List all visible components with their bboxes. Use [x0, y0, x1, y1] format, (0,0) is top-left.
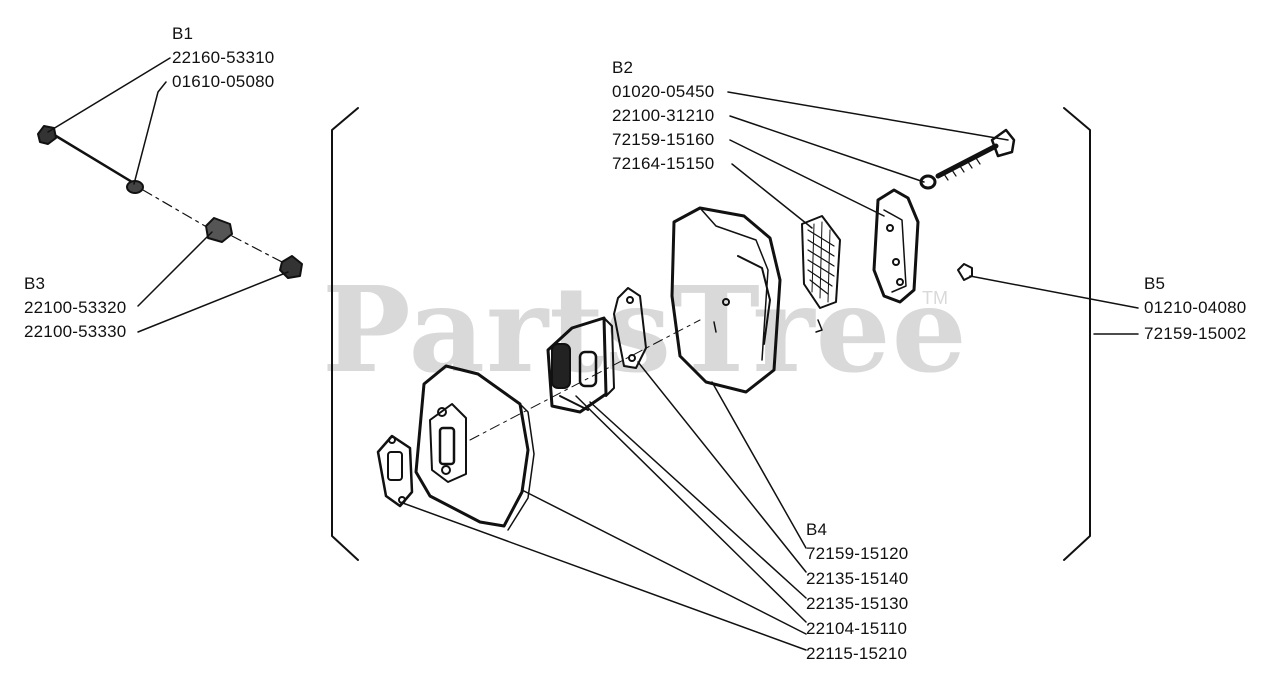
bracket-plate [872, 188, 920, 304]
part-number[interactable]: 72159-15120 [806, 544, 909, 563]
part-number[interactable]: 22100-31210 [612, 106, 715, 125]
part-number[interactable]: 22100-53320 [24, 298, 127, 317]
leaders-b4 [399, 361, 807, 651]
part-number[interactable]: 22135-15140 [806, 569, 909, 588]
part-number[interactable]: 22104-15110 [806, 619, 908, 638]
left-bracket [331, 107, 359, 561]
centre-line [469, 319, 701, 441]
washer [919, 174, 937, 190]
spark-screen [801, 215, 841, 309]
group-title-b3: B3 [24, 274, 46, 293]
part-number[interactable]: 01210-04080 [1144, 298, 1247, 317]
part-number[interactable]: 22115-15210 [806, 644, 908, 663]
muffler-body [414, 364, 535, 531]
watermark-trademark: TM [922, 288, 948, 308]
baffle [546, 316, 615, 414]
shaft-assembly [37, 125, 303, 279]
gasket [376, 434, 414, 508]
group-title-b4: B4 [806, 520, 828, 539]
part-number[interactable]: 72159-15002 [1144, 324, 1247, 343]
part-number[interactable]: 01610-05080 [172, 72, 275, 91]
group-title-b5: B5 [1144, 274, 1166, 293]
leaders-b2 [727, 91, 1009, 229]
part-number[interactable]: 22100-53330 [24, 322, 127, 341]
leaders-b5 [969, 275, 1139, 335]
part-number[interactable]: 72159-15160 [612, 130, 715, 149]
part-number[interactable]: 01020-05450 [612, 82, 715, 101]
part-number[interactable]: 22135-15130 [806, 594, 909, 613]
part-number[interactable]: 72164-15150 [612, 154, 715, 173]
leaders-b1-b3 [47, 57, 289, 333]
group-title-b2: B2 [612, 58, 634, 77]
muffler-cover [670, 206, 823, 394]
group-title-b1: B1 [172, 24, 194, 43]
screw [957, 263, 973, 281]
part-number[interactable]: 22160-53310 [172, 48, 275, 67]
right-bracket [1063, 107, 1091, 561]
screen-plate [613, 287, 647, 369]
bolt [935, 128, 1016, 181]
